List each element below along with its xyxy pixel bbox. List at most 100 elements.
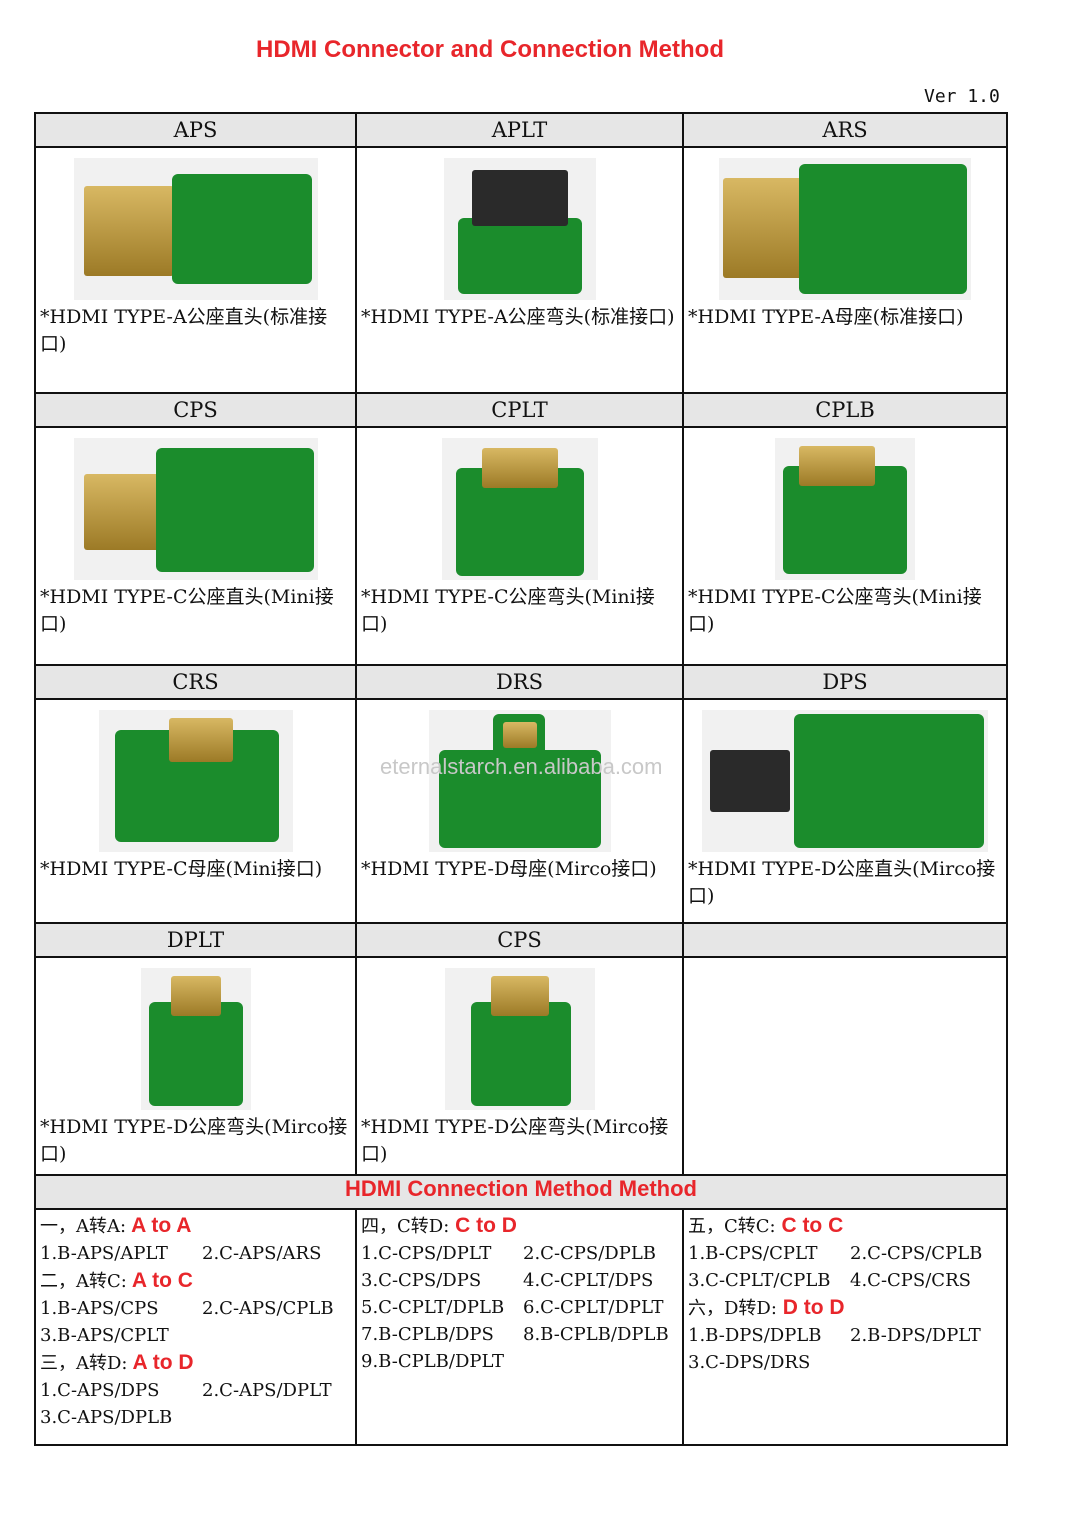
connector-description: *HDMI TYPE-D公座弯头(Mirco接口) <box>40 1116 348 1165</box>
method-entry: 1.B-APS/APLT <box>40 1243 168 1264</box>
connector-photo <box>73 438 318 580</box>
method-entry-row: 5.C-CPLT/DPLB 6.C-CPLT/DPLT <box>361 1294 678 1321</box>
connector-description: *HDMI TYPE-C公座直头(Mini接口) <box>40 586 334 635</box>
connector-photo <box>444 968 595 1110</box>
page-title: HDMI Connector and Connection Method <box>256 36 724 63</box>
connector-description: *HDMI TYPE-C公座弯头(Mini接口) <box>361 586 655 635</box>
connector-header: CPLT <box>355 392 684 428</box>
method-group-label: 三，A转D: <box>40 1353 128 1374</box>
method-group-tag: C to C <box>775 1214 844 1237</box>
method-entry: 7.B-CPLB/DPS <box>361 1324 494 1345</box>
methods-title: HDMI Connection Method Method <box>34 1174 1008 1210</box>
connector-photo <box>98 710 293 852</box>
method-entry-row: 9.B-CPLB/DPLT <box>361 1348 678 1375</box>
connector-description: *HDMI TYPE-A母座(标准接口) <box>688 306 964 328</box>
connector-header: CRS <box>34 664 357 700</box>
connector-photo <box>73 158 318 300</box>
connector-cell: *HDMI TYPE-C公座直头(Mini接口) <box>34 426 357 666</box>
method-entry-row: 3.C-DPS/DRS <box>688 1349 1002 1376</box>
connector-cell: *HDMI TYPE-A母座(标准接口) <box>682 146 1008 394</box>
connector-header: APS <box>34 112 357 148</box>
method-entry: 4.C-CPS/CRS <box>850 1270 971 1291</box>
method-group-tag: D to D <box>776 1296 845 1319</box>
method-entry: 6.C-CPLT/DPLT <box>523 1297 664 1318</box>
method-entry: 5.C-CPLT/DPLB <box>361 1297 505 1318</box>
version-label: Ver 1.0 <box>924 86 1000 107</box>
connector-description: *HDMI TYPE-D公座直头(Mirco接口) <box>688 858 996 907</box>
method-entry: 1.B-DPS/DPLB <box>688 1325 822 1346</box>
method-group-heading: 三，A转D: A to D <box>40 1349 351 1377</box>
method-entry: 2.C-APS/DPLT <box>202 1380 332 1401</box>
connector-header: CPS <box>34 392 357 428</box>
connector-cell: *HDMI TYPE-A公座弯头(标准接口) <box>355 146 684 394</box>
connector-header-empty <box>682 922 1008 958</box>
connector-cell: *HDMI TYPE-D公座弯头(Mirco接口) <box>355 956 684 1176</box>
method-entry-row: 3.C-APS/DPLB <box>40 1404 351 1431</box>
watermark: eternalstarch.en.alibaba.com <box>380 754 663 779</box>
method-group-label: 五，C转C: <box>688 1216 776 1237</box>
method-entry: 2.C-CPS/DPLB <box>523 1243 657 1264</box>
connector-cell: *HDMI TYPE-C公座弯头(Mini接口) <box>355 426 684 666</box>
connector-header: DPS <box>682 664 1008 700</box>
method-entry-row: 3.B-APS/CPLT <box>40 1322 351 1349</box>
connector-photo <box>775 438 915 580</box>
connector-description: *HDMI TYPE-C公座弯头(Mini接口) <box>688 586 982 635</box>
method-entry: 9.B-CPLB/DPLT <box>361 1351 504 1372</box>
method-group-tag: A to A <box>126 1214 192 1237</box>
method-group-heading: 一，A转A: A to A <box>40 1212 351 1240</box>
method-group-label: 二，A转C: <box>40 1271 127 1292</box>
method-entry-row: 1.B-DPS/DPLB 2.B-DPS/DPLT <box>688 1322 1002 1349</box>
method-entry: 2.C-APS/ARS <box>202 1243 322 1264</box>
connector-cell: *HDMI TYPE-D公座直头(Mirco接口) <box>682 698 1008 924</box>
connector-table: APS APLT ARS *HDMI TYPE-A公座直头(标准接口) *HDM… <box>34 112 1008 1446</box>
method-entry: 1.B-APS/CPS <box>40 1298 159 1319</box>
method-entry: 2.B-DPS/DPLT <box>850 1325 981 1346</box>
method-entry-row: 3.C-CPLT/CPLB 4.C-CPS/CRS <box>688 1267 1002 1294</box>
connector-header: CPLB <box>682 392 1008 428</box>
connector-header: DPLT <box>34 922 357 958</box>
method-entry: 3.C-CPLT/CPLB <box>688 1270 831 1291</box>
connector-photo <box>140 968 251 1110</box>
connector-description: *HDMI TYPE-A公座弯头(标准接口) <box>361 306 675 328</box>
connector-cell: *HDMI TYPE-C公座弯头(Mini接口) <box>682 426 1008 666</box>
method-group-heading: 六，D转D: D to D <box>688 1294 1002 1322</box>
method-group-tag: A to C <box>126 1269 193 1292</box>
method-entry: 3.C-CPS/DPS <box>361 1270 482 1291</box>
method-entry: 3.C-DPS/DRS <box>688 1352 811 1373</box>
connector-description: *HDMI TYPE-D母座(Mirco接口) <box>361 858 657 880</box>
method-group-heading: 五，C转C: C to C <box>688 1212 1002 1240</box>
method-group-label: 四，C转D: <box>361 1216 450 1237</box>
method-group-label: 一，A转A: <box>40 1216 127 1237</box>
method-group-label: 六，D转D: <box>688 1298 777 1319</box>
connector-header: DRS <box>355 664 684 700</box>
connector-header: APLT <box>355 112 684 148</box>
connector-header: ARS <box>682 112 1008 148</box>
method-group-tag: A to D <box>127 1351 194 1374</box>
connector-cell: *HDMI TYPE-C母座(Mini接口) <box>34 698 357 924</box>
connector-photo <box>441 438 598 580</box>
connector-photo <box>428 710 611 852</box>
method-entry: 1.C-APS/DPS <box>40 1380 160 1401</box>
connector-cell-empty <box>682 956 1008 1176</box>
method-entry-row: 1.B-APS/CPS 2.C-APS/CPLB <box>40 1295 351 1322</box>
connector-description: *HDMI TYPE-C母座(Mini接口) <box>40 858 323 880</box>
method-entry-row: 1.B-APS/APLT 2.C-APS/ARS <box>40 1240 351 1267</box>
method-entry-row: 1.C-APS/DPS 2.C-APS/DPLT <box>40 1377 351 1404</box>
connector-photo <box>702 710 988 852</box>
connector-header: CPS <box>355 922 684 958</box>
method-group-tag: C to D <box>449 1214 517 1237</box>
method-entry: 2.C-APS/CPLB <box>202 1298 334 1319</box>
connector-description: *HDMI TYPE-D公座弯头(Mirco接口) <box>361 1116 669 1165</box>
methods-col-1: 一，A转A: A to A 1.B-APS/APLT 2.C-APS/ARS 二，A转… <box>34 1208 357 1446</box>
connector-photo <box>443 158 596 300</box>
connector-description: *HDMI TYPE-A公座直头(标准接口) <box>40 306 328 355</box>
connector-cell: *HDMI TYPE-D母座(Mirco接口) <box>355 698 684 924</box>
method-entry: 1.B-CPS/CPLT <box>688 1243 818 1264</box>
connector-cell: *HDMI TYPE-A公座直头(标准接口) <box>34 146 357 394</box>
